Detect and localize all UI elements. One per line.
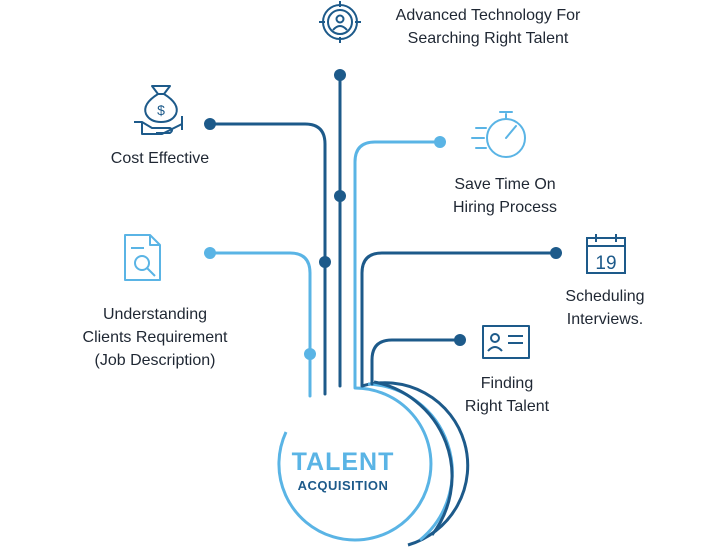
center-rings xyxy=(277,380,470,547)
document-search-icon xyxy=(124,234,161,281)
dot-clients-mid xyxy=(304,348,316,360)
label-finding-talent: Finding Right Talent xyxy=(464,375,550,415)
connector-cost xyxy=(208,122,327,396)
label-advanced-technology: Advanced Technology For Searching Right … xyxy=(395,7,581,47)
dot-finding-end xyxy=(454,334,466,346)
search-user-icon xyxy=(319,1,361,43)
dot-time-end xyxy=(434,136,446,148)
dot-schedule-end xyxy=(550,247,562,259)
dot-cost-mid xyxy=(319,256,331,268)
id-card-icon xyxy=(482,325,530,359)
money-bag-hand-icon: $ xyxy=(134,85,183,135)
stopwatch-icon xyxy=(471,111,526,158)
label-scheduling-interviews: Scheduling Interviews. xyxy=(565,288,645,328)
label-save-time: Save Time On Hiring Process xyxy=(452,176,558,216)
connector-schedule xyxy=(360,251,558,388)
inner-ring xyxy=(277,386,433,542)
connector-finding xyxy=(370,338,462,386)
dot-cost-end xyxy=(204,118,216,130)
connector-clients xyxy=(208,251,312,398)
center-title: TALENT xyxy=(291,448,395,476)
calendar-day: 19 xyxy=(595,253,616,274)
center-subtitle: ACQUISITION xyxy=(297,478,389,493)
ring-dark-1 xyxy=(361,381,470,547)
calendar-icon: 19 xyxy=(586,234,626,274)
label-cost-effective: Cost Effective xyxy=(110,150,210,167)
svg-text:$: $ xyxy=(157,102,165,118)
connector-time xyxy=(353,140,442,390)
ring-dark-3 xyxy=(373,380,454,536)
label-understanding-clients: Understanding Clients Requirement (Job D… xyxy=(82,306,228,369)
dot-clients-end xyxy=(204,247,216,259)
dot-tech-end xyxy=(334,69,346,81)
dot-tech-mid xyxy=(334,190,346,202)
